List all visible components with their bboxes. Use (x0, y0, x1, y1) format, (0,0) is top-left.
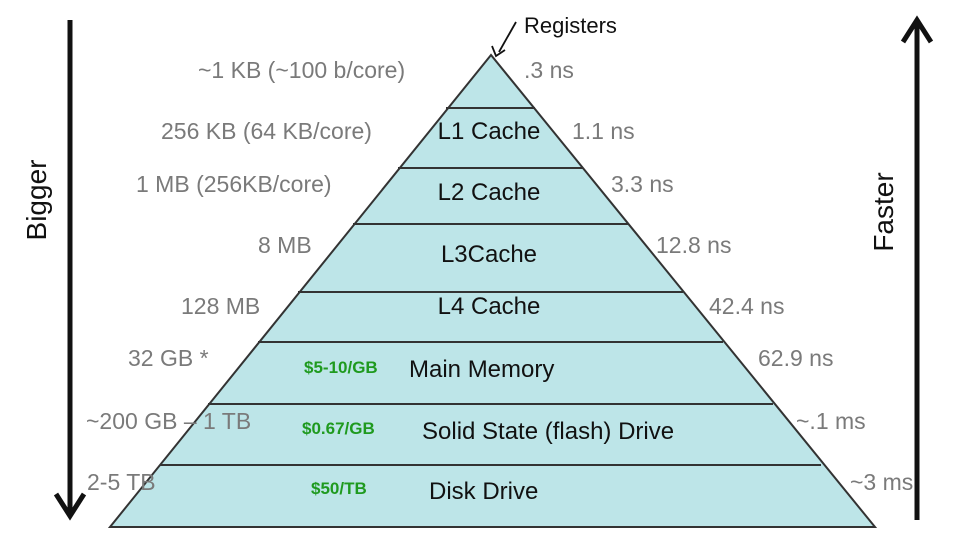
tier-name-l2: L2 Cache (438, 179, 541, 206)
registers-pointer-head (491, 45, 506, 58)
size-l4: 128 MB (181, 293, 260, 319)
cost-main-memory: $5-10/GB (304, 358, 378, 377)
faster-arrow (900, 15, 934, 520)
cost-main-memory-unit: GB (352, 358, 378, 377)
tier-name-l3: L3Cache (441, 241, 537, 268)
size-labels: ~1 KB (~100 b/core) 256 KB (64 KB/core) … (86, 57, 405, 495)
cost-ssd: $0.67/GB (302, 419, 375, 438)
size-l3: 8 MB (258, 232, 312, 258)
latency-l4: 42.4 ns (709, 293, 784, 319)
latency-l2: 3.3 ns (611, 171, 674, 197)
faster-label: Faster (868, 172, 899, 251)
tier-name-main-memory: Main Memory (409, 356, 554, 383)
tier-name-ssd: Solid State (flash) Drive (422, 418, 674, 445)
latency-l3: 12.8 ns (656, 232, 731, 258)
latency-main-memory: 62.9 ns (758, 345, 833, 371)
size-main-memory: 32 GB * (128, 345, 209, 371)
tier-names: L1 Cache L2 Cache L3Cache L4 Cache Main … (409, 118, 674, 505)
cost-labels: $5-10/GB $0.67/GB $50/TB (302, 358, 378, 498)
cost-ssd-price: $0.67/ (302, 419, 350, 438)
tier-name-l1: L1 Cache (438, 118, 541, 145)
latency-disk: ~3 ms (850, 469, 913, 495)
faster-arrow-head (900, 15, 934, 44)
size-l1: 256 KB (64 KB/core) (161, 118, 372, 144)
bigger-label: Bigger (21, 160, 52, 241)
tier-name-disk: Disk Drive (429, 478, 538, 505)
cost-disk-price: $50/ (311, 479, 344, 498)
registers-pointer-line (498, 21, 517, 53)
cost-ssd-unit: GB (349, 419, 375, 438)
size-disk: 2-5 TB (87, 469, 156, 495)
cost-main-memory-price: $5-10/ (304, 358, 352, 377)
bigger-arrow-head (53, 492, 87, 521)
latency-registers: .3 ns (524, 57, 574, 83)
size-ssd: ~200 GB – 1 TB (86, 408, 251, 434)
latency-ssd: ~.1 ms (796, 408, 866, 434)
tier-name-l4: L4 Cache (438, 293, 541, 320)
size-l2: 1 MB (256KB/core) (136, 171, 332, 197)
cost-disk-unit: TB (344, 479, 367, 498)
cost-disk: $50/TB (311, 479, 367, 498)
bigger-arrow (53, 20, 87, 521)
tier-dividers (160, 107, 821, 466)
latency-l1: 1.1 ns (572, 118, 635, 144)
registers-label: Registers (524, 13, 617, 38)
latency-labels: .3 ns 1.1 ns 3.3 ns 12.8 ns 42.4 ns 62.9… (524, 57, 913, 495)
size-registers: ~1 KB (~100 b/core) (198, 57, 405, 83)
